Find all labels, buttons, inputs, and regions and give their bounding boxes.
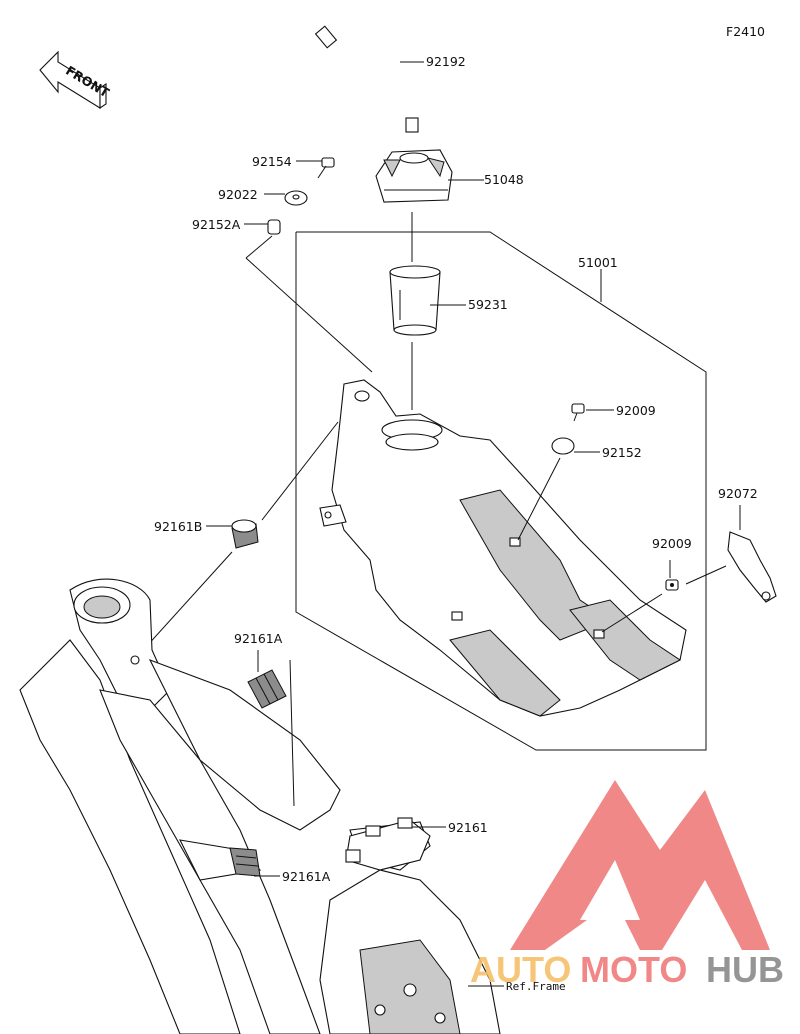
fuel-breather-hose bbox=[314, 20, 419, 133]
automotohub-logo: AUTO MOTO HUB bbox=[470, 780, 784, 990]
part-label-51048: 51048 bbox=[484, 172, 524, 187]
part-label-92009-lower: 92009 bbox=[652, 536, 692, 551]
bolt-92154 bbox=[317, 157, 335, 179]
fuel-tank bbox=[319, 379, 687, 717]
part-label-92161B: 92161B bbox=[154, 519, 202, 534]
part-label-92009-upper: 92009 bbox=[616, 403, 656, 418]
fuel-filter bbox=[389, 265, 441, 336]
bolt-92009-upper bbox=[571, 403, 585, 422]
part-label-92022: 92022 bbox=[218, 187, 258, 202]
bolt-92009-lower bbox=[665, 579, 679, 591]
motorcycle-frame bbox=[19, 578, 501, 1034]
part-label-92152: 92152 bbox=[602, 445, 642, 460]
part-label-92161A-lower: 92161A bbox=[282, 869, 331, 884]
logo-text-hub: HUB bbox=[706, 949, 784, 990]
figure-code: F2410 bbox=[726, 24, 765, 39]
collar-92152A bbox=[267, 219, 281, 235]
part-label-92072: 92072 bbox=[718, 486, 758, 501]
part-label-92154: 92154 bbox=[252, 154, 292, 169]
part-label-92161: 92161 bbox=[448, 820, 488, 835]
pad-92161 bbox=[345, 817, 431, 871]
pad-92161A-upper bbox=[247, 669, 287, 709]
ref-frame-label: Ref.Frame bbox=[506, 980, 566, 993]
logo-text-auto: AUTO bbox=[470, 949, 571, 990]
part-label-92152A: 92152A bbox=[192, 217, 241, 232]
logo-text-moto: MOTO bbox=[580, 949, 687, 990]
washer-92152 bbox=[551, 437, 575, 455]
part-label-92192: 92192 bbox=[426, 54, 466, 69]
part-label-92161A-upper: 92161A bbox=[234, 631, 283, 646]
part-label-51001: 51001 bbox=[578, 255, 618, 270]
fuel-cap bbox=[375, 149, 453, 203]
part-label-59231: 59231 bbox=[468, 297, 508, 312]
damper-92161B bbox=[231, 519, 259, 549]
front-arrow-icon: FRONT bbox=[39, 50, 112, 110]
strap-bracket-92072 bbox=[727, 531, 777, 603]
